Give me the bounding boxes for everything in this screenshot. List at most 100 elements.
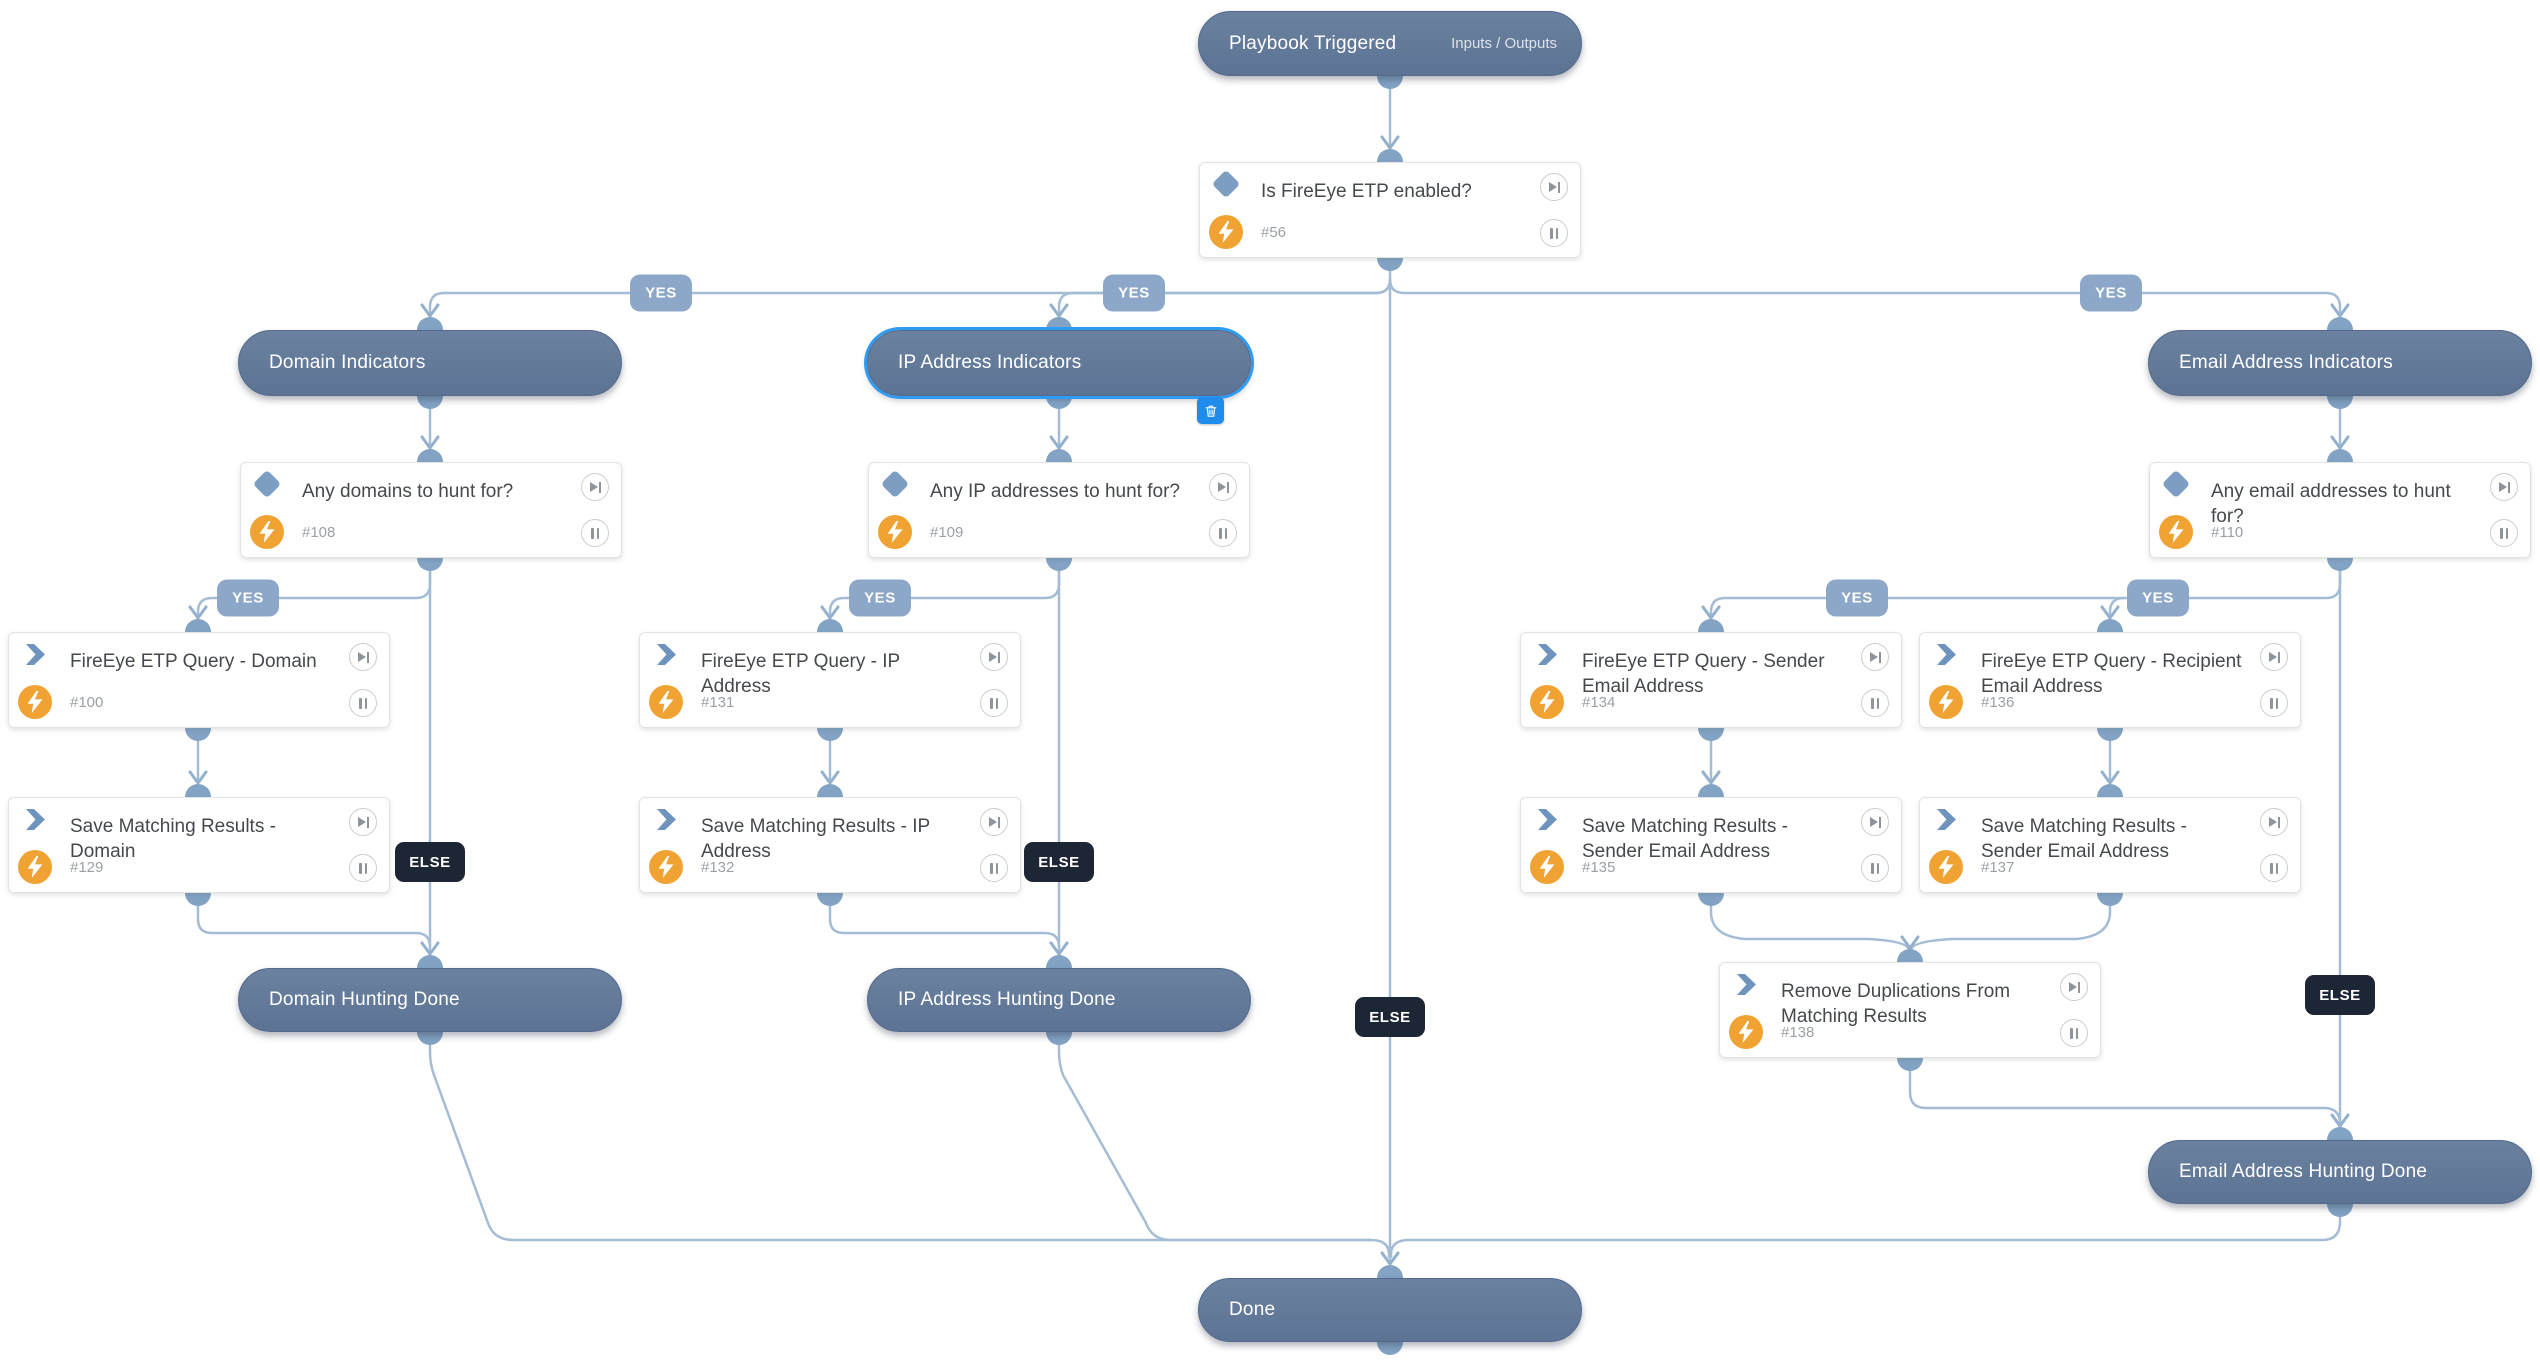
node-number: #109: [930, 524, 964, 541]
inputs-outputs-link[interactable]: Inputs / Outputs: [1451, 35, 1557, 52]
node-fireeye-etp-query-domain[interactable]: FireEye ETP Query - Domain #100: [8, 632, 390, 728]
node-save-matching-results-ip-address[interactable]: Save Matching Results - IP Address #132: [639, 797, 1021, 893]
skip-icon[interactable]: [2060, 973, 2088, 1001]
branch-label-else: ELSE: [1024, 842, 1094, 882]
node-title: Save Matching Results - IP Address: [701, 816, 930, 862]
node-fireeye-etp-query-ip-address[interactable]: FireEye ETP Query - IP Address #131: [639, 632, 1021, 728]
trash-icon: [1205, 405, 1216, 417]
skip-icon[interactable]: [2260, 808, 2288, 836]
node-number: #131: [701, 694, 735, 711]
pause-icon[interactable]: [581, 519, 609, 547]
node-fireeye-etp-query-sender-email[interactable]: FireEye ETP Query - Sender Email Address…: [1520, 632, 1902, 728]
node-label: IP Address Indicators: [898, 352, 1082, 373]
node-number: #129: [70, 859, 104, 876]
skip-icon[interactable]: [980, 808, 1008, 836]
node-domain-indicators[interactable]: Domain Indicators: [238, 330, 622, 396]
pause-icon[interactable]: [1861, 689, 1889, 717]
node-label: Done: [1229, 1299, 1276, 1320]
node-playbook-triggered[interactable]: Playbook Triggered Inputs / Outputs: [1198, 11, 1582, 76]
skip-icon[interactable]: [349, 808, 377, 836]
branch-label-yes: YES: [1826, 579, 1888, 617]
node-number: #110: [2211, 524, 2244, 541]
node-title: Is FireEye ETP enabled?: [1261, 181, 1472, 202]
delete-node-button[interactable]: [1197, 397, 1224, 424]
node-remove-duplications[interactable]: Remove Duplications From Matching Result…: [1719, 962, 2101, 1058]
skip-icon[interactable]: [2260, 643, 2288, 671]
node-label: Domain Indicators: [269, 352, 426, 373]
automation-bolt-icon: [1729, 1015, 1763, 1049]
skip-icon[interactable]: [980, 643, 1008, 671]
action-chevron-icon: [1737, 974, 1756, 995]
skip-icon[interactable]: [581, 473, 609, 501]
pause-icon[interactable]: [349, 854, 377, 882]
node-fireeye-etp-query-recipient-email[interactable]: FireEye ETP Query - Recipient Email Addr…: [1919, 632, 2301, 728]
node-any-email-addresses-to-hunt-for[interactable]: Any email addresses to hunt for? #110: [2149, 462, 2531, 558]
pause-icon[interactable]: [1861, 854, 1889, 882]
skip-icon[interactable]: [1209, 473, 1237, 501]
node-any-ip-addresses-to-hunt-for[interactable]: Any IP addresses to hunt for? #109: [868, 462, 1250, 558]
node-title: FireEye ETP Query - IP Address: [701, 651, 900, 697]
node-number: #135: [1582, 859, 1616, 876]
node-done[interactable]: Done: [1198, 1278, 1582, 1342]
node-ip-address-indicators[interactable]: IP Address Indicators: [867, 330, 1251, 396]
node-title: Any email addresses to hunt for?: [2211, 481, 2451, 527]
skip-icon[interactable]: [1861, 808, 1889, 836]
node-save-matching-results-domain[interactable]: Save Matching Results - Domain #129: [8, 797, 390, 893]
node-title: FireEye ETP Query - Recipient Email Addr…: [1981, 651, 2242, 697]
node-title: Save Matching Results - Domain: [70, 816, 276, 862]
branch-label-yes: YES: [630, 274, 692, 312]
pause-icon[interactable]: [2490, 519, 2518, 547]
node-label: Email Address Hunting Done: [2179, 1161, 2428, 1182]
node-ip-address-hunting-done[interactable]: IP Address Hunting Done: [867, 968, 1251, 1032]
skip-icon[interactable]: [1861, 643, 1889, 671]
pause-icon[interactable]: [2260, 854, 2288, 882]
action-chevron-icon: [1937, 644, 1956, 665]
node-label: IP Address Hunting Done: [898, 989, 1116, 1010]
node-any-domains-to-hunt-for[interactable]: Any domains to hunt for? #108: [240, 462, 622, 558]
pause-icon[interactable]: [349, 689, 377, 717]
node-title: FireEye ETP Query - Domain: [70, 651, 317, 672]
automation-bolt-icon: [878, 515, 912, 549]
skip-icon[interactable]: [1540, 173, 1568, 201]
node-email-address-indicators[interactable]: Email Address Indicators: [2148, 330, 2532, 396]
skip-icon[interactable]: [349, 643, 377, 671]
connector-lines: [196, 76, 2342, 1262]
automation-bolt-icon: [1929, 685, 1963, 719]
pause-icon[interactable]: [980, 854, 1008, 882]
node-title: Any domains to hunt for?: [302, 481, 514, 502]
automation-bolt-icon: [1929, 850, 1963, 884]
automation-bolt-icon: [649, 850, 683, 884]
node-domain-hunting-done[interactable]: Domain Hunting Done: [238, 968, 622, 1032]
node-label: Playbook Triggered: [1229, 32, 1397, 54]
automation-bolt-icon: [2159, 515, 2193, 549]
pause-icon[interactable]: [980, 689, 1008, 717]
node-label: Email Address Indicators: [2179, 352, 2393, 373]
node-title: FireEye ETP Query - Sender Email Address: [1582, 651, 1825, 697]
pause-icon[interactable]: [2060, 1019, 2088, 1047]
node-save-matching-results-sender-email-2[interactable]: Save Matching Results - Sender Email Add…: [1919, 797, 2301, 893]
branch-label-yes: YES: [2080, 274, 2142, 312]
pause-icon[interactable]: [1540, 219, 1568, 247]
decision-diamond-icon: [880, 469, 910, 499]
action-chevron-icon: [657, 809, 676, 830]
node-title: Save Matching Results - Sender Email Add…: [1582, 816, 1788, 862]
branch-label-yes: YES: [849, 579, 911, 617]
skip-icon[interactable]: [2490, 473, 2518, 501]
node-title: Save Matching Results - Sender Email Add…: [1981, 816, 2187, 862]
action-chevron-icon: [26, 809, 45, 830]
pause-icon[interactable]: [1209, 519, 1237, 547]
automation-bolt-icon: [18, 850, 52, 884]
node-email-address-hunting-done[interactable]: Email Address Hunting Done: [2148, 1140, 2532, 1204]
node-number: #134: [1582, 694, 1616, 711]
node-is-fireeye-etp-enabled[interactable]: Is FireEye ETP enabled? #56: [1199, 162, 1581, 258]
automation-bolt-icon: [649, 685, 683, 719]
automation-bolt-icon: [1530, 685, 1564, 719]
node-number: #108: [302, 524, 336, 541]
node-number: #138: [1781, 1024, 1815, 1041]
branch-label-yes: YES: [2127, 579, 2189, 617]
pause-icon[interactable]: [2260, 689, 2288, 717]
automation-bolt-icon: [1530, 850, 1564, 884]
automation-bolt-icon: [250, 515, 284, 549]
node-save-matching-results-sender-email[interactable]: Save Matching Results - Sender Email Add…: [1520, 797, 1902, 893]
